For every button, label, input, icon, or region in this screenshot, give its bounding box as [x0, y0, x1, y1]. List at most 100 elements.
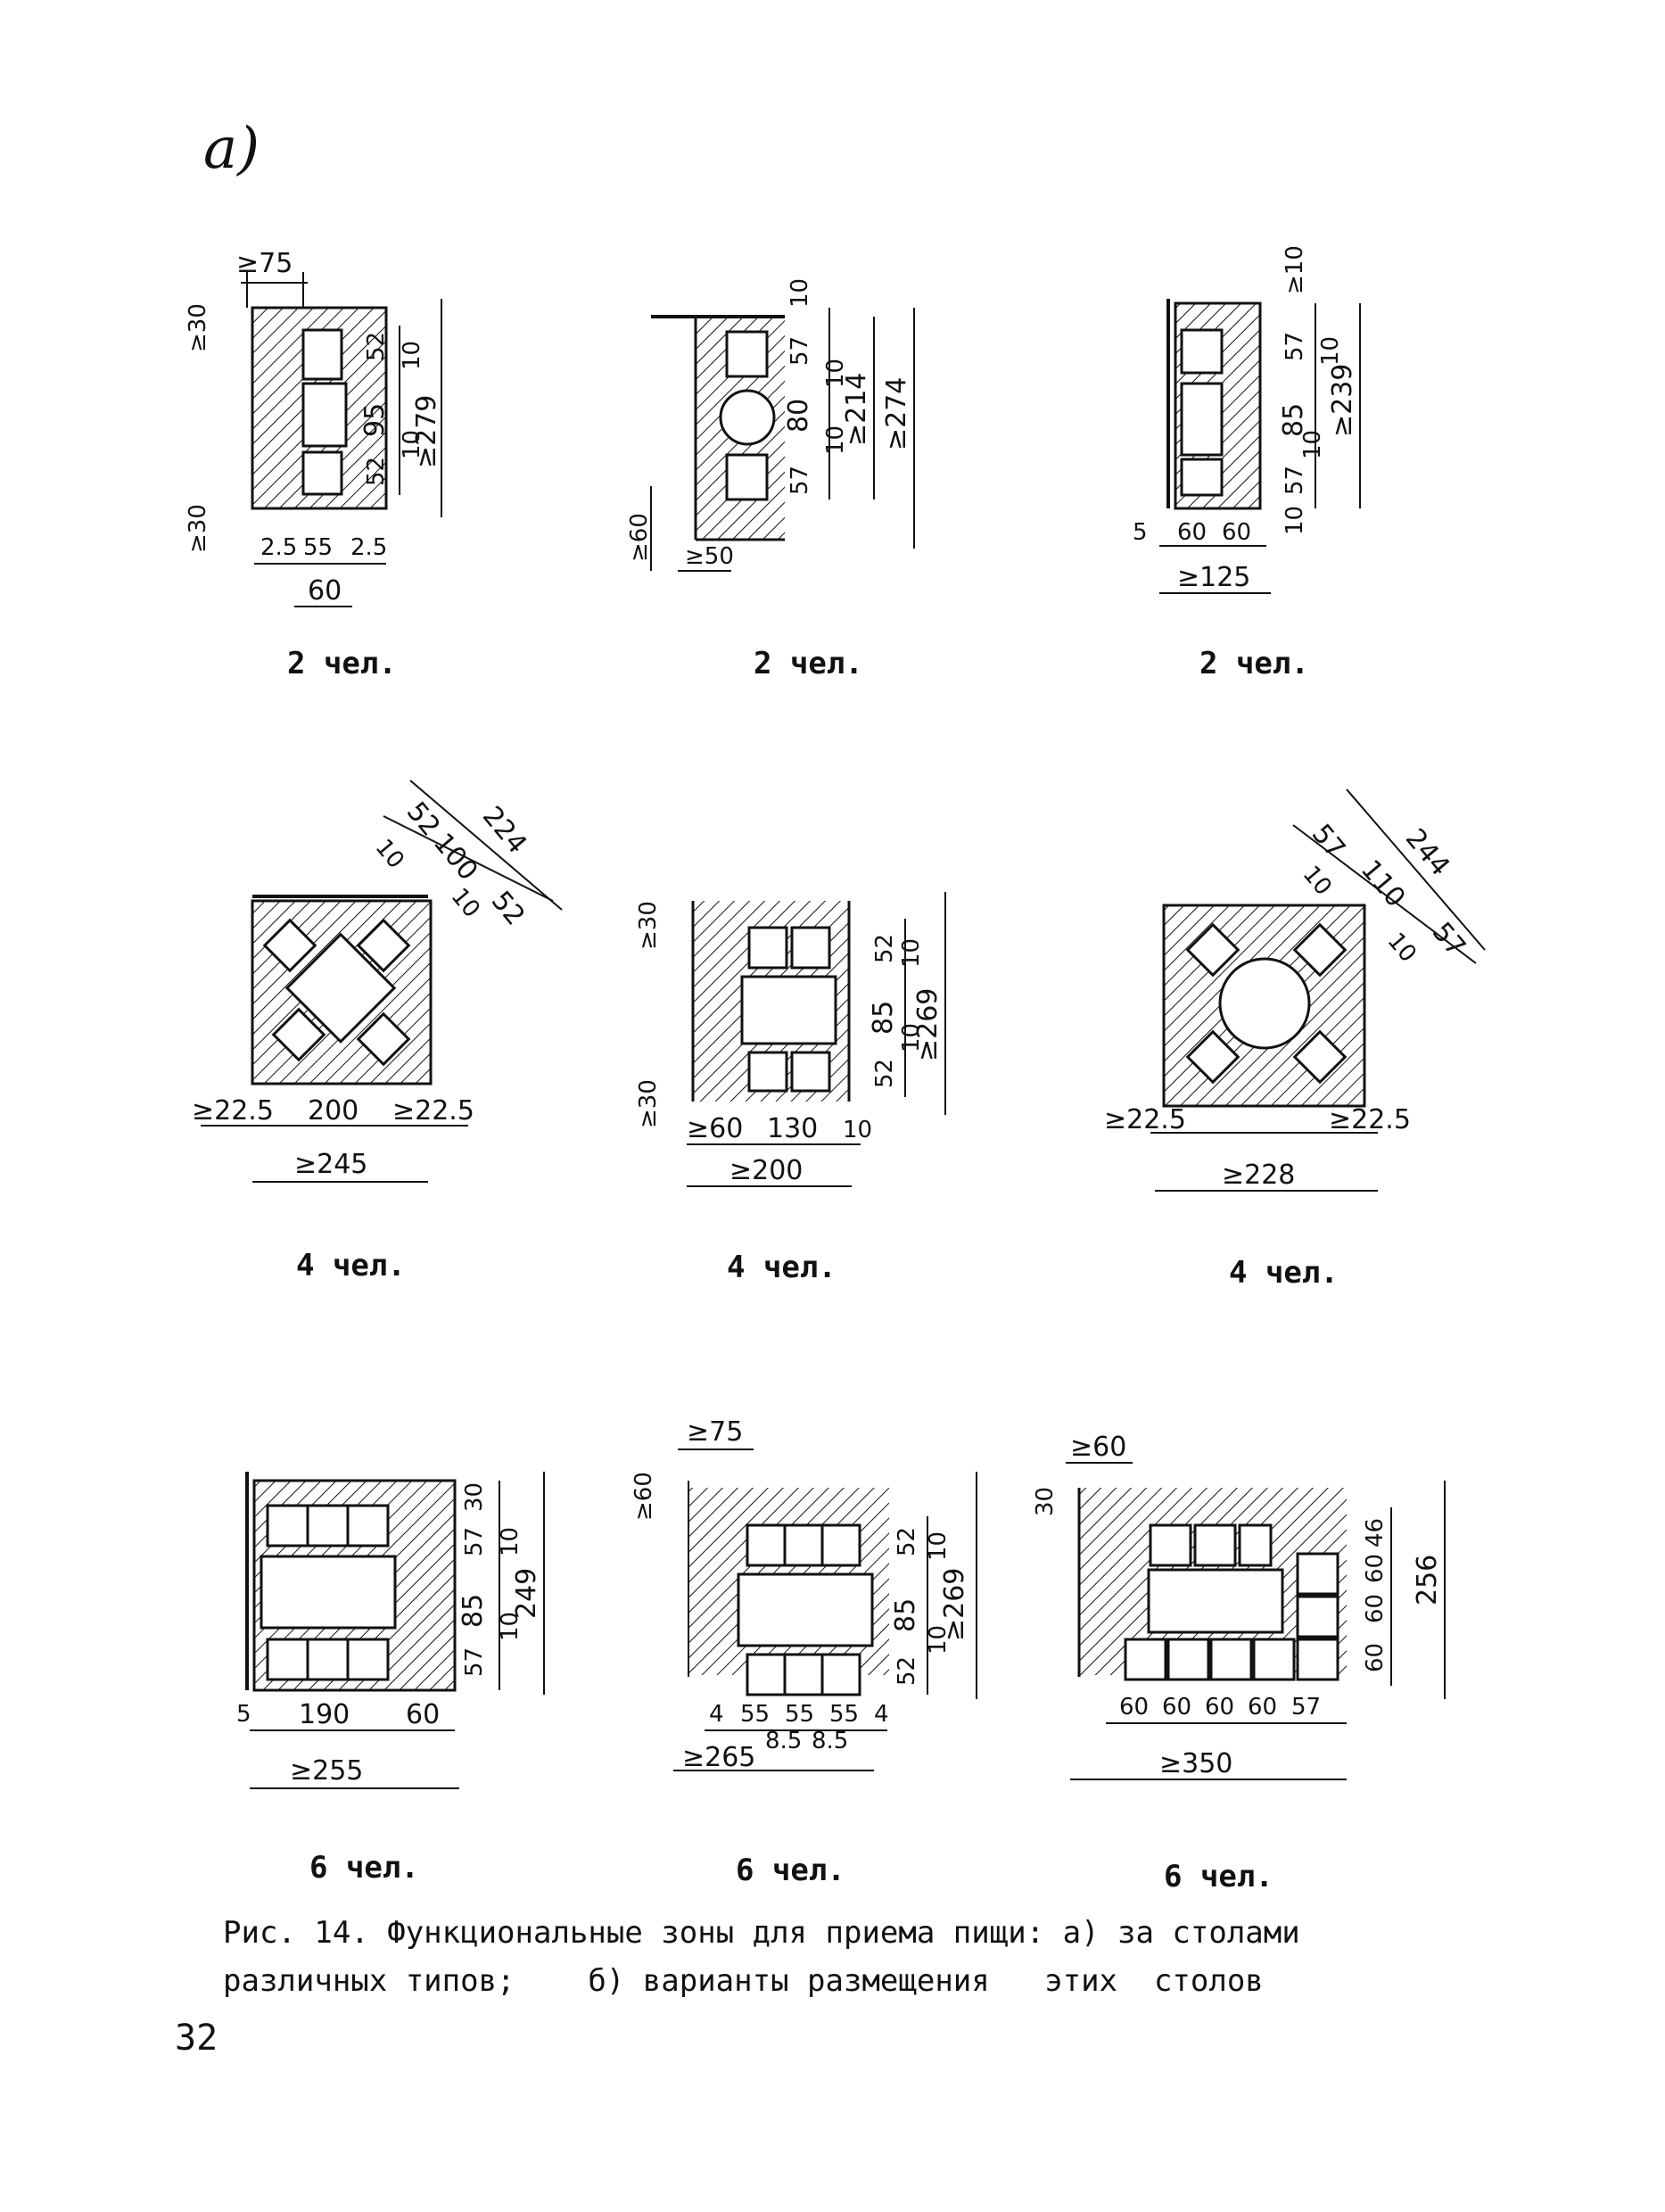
chair: [346, 1638, 390, 1681]
dim-label: 10: [822, 359, 849, 388]
page-number: 32: [175, 2018, 218, 2059]
chair: [271, 1007, 326, 1062]
chair: [346, 1504, 390, 1548]
dim-label: 95: [359, 403, 391, 437]
dim-label: 2.5: [350, 534, 387, 561]
chair: [1296, 1595, 1339, 1638]
chair: [790, 926, 831, 970]
persons-label: 4 чел.: [1229, 1255, 1339, 1291]
chair: [356, 1011, 411, 1067]
dim-label: ≥22.5: [392, 1095, 474, 1127]
table: [301, 382, 348, 448]
chair: [301, 450, 343, 496]
dim-label: 10: [925, 1625, 952, 1655]
chair: [1238, 1523, 1273, 1567]
dim-label: 190: [299, 1699, 350, 1730]
table: [284, 932, 397, 1044]
dim-label: 10: [898, 938, 925, 968]
chair: [306, 1638, 350, 1681]
persons-label: 4 чел.: [296, 1248, 406, 1283]
persons-label: 2 чел.: [287, 646, 397, 681]
chair: [820, 1653, 861, 1696]
dim-label: 8.5: [765, 1728, 802, 1754]
dim-label: ≥265: [682, 1742, 755, 1773]
dim-label: ≥60: [1070, 1432, 1126, 1463]
dim-label: 10: [497, 1612, 523, 1641]
dim-label: 60: [1362, 1594, 1389, 1623]
dim-label: 10: [1317, 336, 1344, 366]
figure-2: 10 57 10 80 10 57 ≥214 ≥274 ≥60 ≥50 2 че…: [626, 278, 915, 681]
dim-label: 30: [1032, 1487, 1059, 1516]
dim-label: 57: [1282, 332, 1308, 361]
dim-label: 10: [787, 278, 813, 308]
dim-label: 52: [363, 457, 390, 486]
figure-3: ≥10 57 10 85 10 57 10 ≥239 5 60 60 ≥125 …: [1133, 245, 1361, 681]
dim-label: 52: [485, 886, 531, 932]
dim-label: 57: [461, 1647, 488, 1677]
chair: [1149, 1523, 1192, 1567]
dim-label: ≥255: [290, 1755, 363, 1787]
dim-label: 52: [400, 796, 446, 843]
figure-9: ≥60 30 46 60 60 60 256 60 60 60 60 57 ≥3…: [1032, 1432, 1446, 1894]
dim-label: 60: [1362, 1643, 1389, 1672]
figure-4: 52 10 100 10 52 224 ≥22.5 200 ≥22.5 ≥245…: [192, 780, 563, 1283]
dim-label: ≥269: [912, 988, 944, 1061]
dim-label: 60: [1177, 519, 1207, 546]
dim-label: 256: [1412, 1555, 1443, 1605]
dim-label: 85: [457, 1594, 489, 1628]
dim-label: 10: [1298, 861, 1337, 901]
dim-label: ≥350: [1159, 1748, 1232, 1779]
dim-label: ≥60: [631, 1472, 657, 1521]
chair: [1124, 1638, 1167, 1681]
table: [740, 975, 837, 1045]
dim-label: ≥75: [236, 248, 293, 279]
dim-label: 60: [1362, 1554, 1389, 1583]
dim-label: 5: [1133, 519, 1148, 546]
dim-label: 10: [898, 1023, 925, 1052]
dim-label: ≥50: [685, 543, 734, 570]
table: [260, 1555, 397, 1630]
chair: [266, 1638, 309, 1681]
dim-label: 224: [476, 801, 533, 860]
table: [1147, 1568, 1284, 1634]
chair: [1296, 1638, 1339, 1681]
chair: [1193, 1523, 1237, 1567]
dim-label: ≥30: [185, 303, 211, 352]
chair: [790, 1051, 831, 1093]
dim-label: 60: [1119, 1694, 1149, 1721]
dim-label: 57: [461, 1527, 488, 1556]
dim-label: 85: [1278, 403, 1309, 437]
persons-label: 6 чел.: [736, 1853, 845, 1888]
dim-label: 10: [1382, 928, 1422, 968]
chair: [746, 1653, 787, 1696]
dim-label: ≥269: [939, 1568, 970, 1641]
dim-label: 60: [308, 575, 342, 607]
dim-label: 55: [829, 1701, 859, 1728]
section-letter: a): [203, 116, 260, 182]
caption-line: различных типов; б) варианты размещения …: [223, 1963, 1264, 1999]
dim-label: 55: [785, 1701, 814, 1728]
dim-label: 85: [868, 1001, 899, 1035]
dim-label: 57: [787, 336, 813, 366]
dim-label: ≥239: [1327, 364, 1358, 437]
dim-label: 10: [1299, 430, 1326, 459]
figure-7: 30 57 10 85 10 57 249 5 190 60 ≥255 6 че…: [236, 1472, 545, 1886]
chair: [1252, 1638, 1296, 1681]
dim-label: ≥30: [185, 504, 211, 553]
dim-label: 30: [461, 1482, 488, 1512]
chair: [1185, 922, 1241, 978]
chair: [1166, 1638, 1210, 1681]
dim-label: 46: [1362, 1518, 1389, 1548]
dim-label: 4: [874, 1701, 889, 1728]
chair: [725, 330, 769, 378]
dim-label: 244: [1399, 823, 1456, 882]
dim-label: 52: [894, 1656, 920, 1686]
dim-label: 200: [308, 1095, 359, 1127]
dim-label: ≥30: [635, 901, 662, 950]
dim-label: ≥214: [841, 373, 872, 446]
dim-label: ≥245: [294, 1149, 367, 1180]
dim-label: 130: [767, 1113, 818, 1144]
figure-5: ≥30 ≥30 52 10 85 10 52 ≥269 ≥60 130 10 ≥…: [635, 892, 946, 1285]
chair: [266, 1504, 309, 1548]
